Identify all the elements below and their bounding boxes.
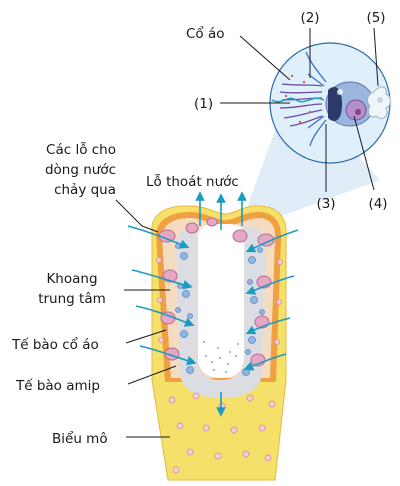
label-amoebocyte: Tế bào amip [15,377,100,394]
nucleolus [355,109,361,115]
flagellum [271,97,325,103]
label-2: (2) [300,10,319,26]
label-3: (3) [316,196,335,212]
label-4: (4) [368,196,387,212]
central-cavity [198,224,244,378]
porocytes [158,217,275,367]
label-choanocyte: Tế bào cổ áo [11,336,99,353]
amoebocyte-nucleus [377,97,383,103]
label-5: (5) [366,10,385,26]
vacuole [337,89,343,95]
label-1: (1) [194,96,213,112]
sponge-body [127,191,299,481]
enlarged-choanocyte-view [269,42,391,164]
label-epithelium: Biểu mô [52,430,108,447]
label-collar: Cổ áo [186,25,225,42]
epithelium-cells [156,257,283,474]
water-flow-arrows [127,191,299,417]
collar [305,51,327,147]
label-pores-line3: chảy qua [54,182,116,198]
label-pores-line2: dòng nước [45,162,116,178]
food-particles [284,74,312,124]
label-osculum: Lỗ thoát nước [146,173,239,190]
label-cavity-line2: trung tâm [38,291,106,307]
label-pores-line1: Các lỗ cho [46,141,116,158]
leader-lines [115,27,379,438]
label-cavity-line1: Khoang [46,271,97,287]
cavity-granules [203,341,239,373]
collar-base [328,86,342,122]
